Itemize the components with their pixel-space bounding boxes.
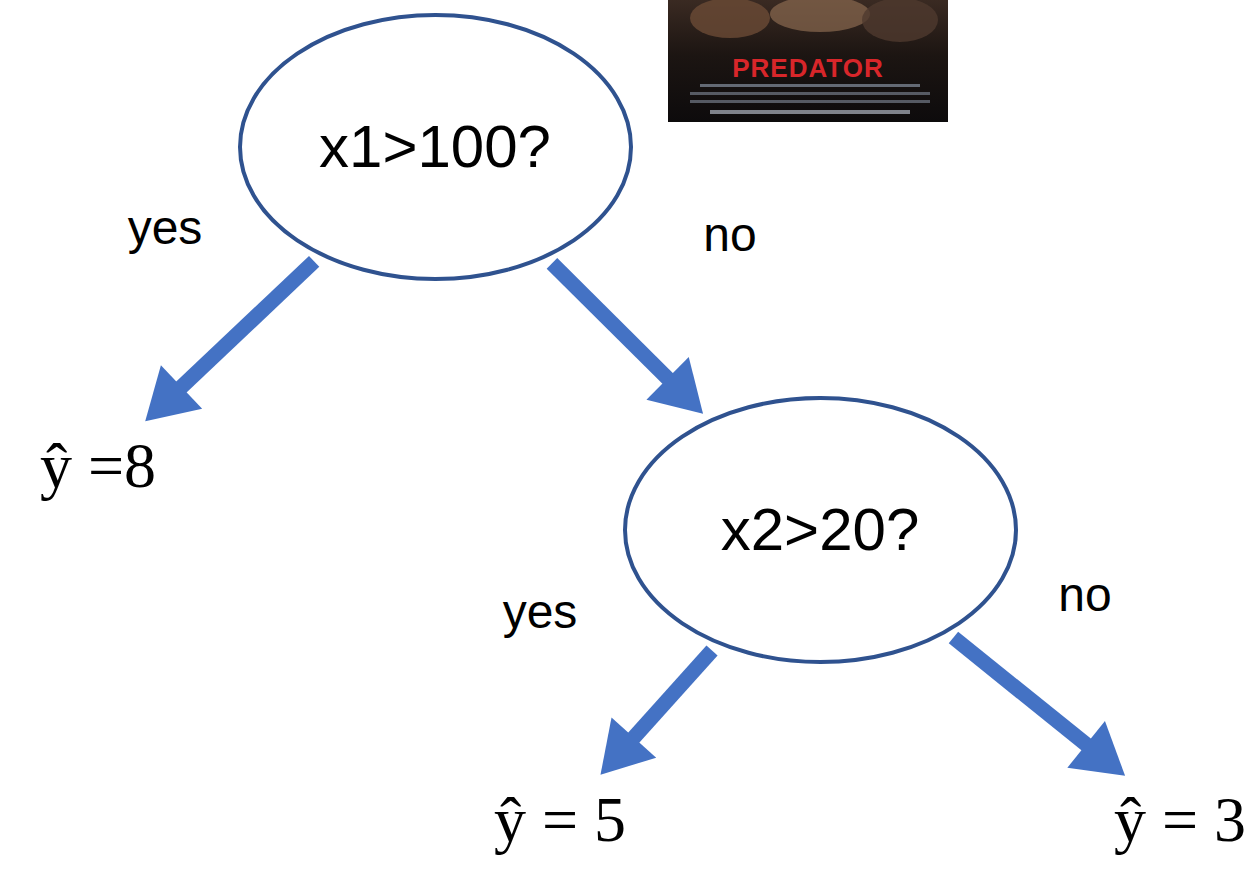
leaf-prediction: ŷ = 5: [488, 781, 632, 859]
branch-arrow: [953, 638, 1125, 776]
branch-arrow: [552, 263, 703, 413]
poster-fine-print: [700, 84, 920, 87]
branch-arrow: [145, 261, 314, 421]
arrow-shaft: [633, 650, 712, 739]
arrow-head: [646, 357, 703, 414]
prediction-value: ŷ = 3: [1114, 785, 1246, 855]
poster-fine-print: [710, 110, 910, 114]
poster-figure: [862, 0, 938, 42]
branch-label: yes: [503, 586, 578, 639]
arrow-shaft: [552, 263, 669, 379]
decision-node: x2>20?: [623, 396, 1018, 664]
poster-fine-print: [690, 92, 930, 95]
arrow-head: [600, 718, 656, 775]
branch-label: no: [1058, 569, 1111, 622]
poster-title: PREDATOR: [732, 55, 884, 81]
split-condition: x1>100?: [319, 114, 551, 180]
ellipse-outline: [240, 15, 631, 279]
branch-label: no: [703, 209, 756, 262]
leaf-prediction: ŷ = 3: [1108, 781, 1252, 859]
prediction-value: ŷ =8: [40, 431, 156, 501]
ellipse-outline: [625, 398, 1016, 662]
prediction-value: ŷ = 5: [494, 785, 626, 855]
arrow-head: [1067, 721, 1125, 776]
split-condition: x2>20?: [721, 497, 920, 563]
poster-fine-print: [690, 100, 930, 103]
branch-arrow: [600, 650, 712, 774]
leaf-prediction: ŷ =8: [34, 427, 162, 505]
branch-label: yes: [128, 202, 203, 255]
arrow-shaft: [180, 261, 314, 388]
poster-figure: [690, 0, 770, 38]
arrow-head: [145, 365, 202, 421]
arrow-shaft: [953, 638, 1087, 746]
poster-figure: [770, 0, 870, 32]
decision-node: x1>100?: [238, 13, 633, 281]
